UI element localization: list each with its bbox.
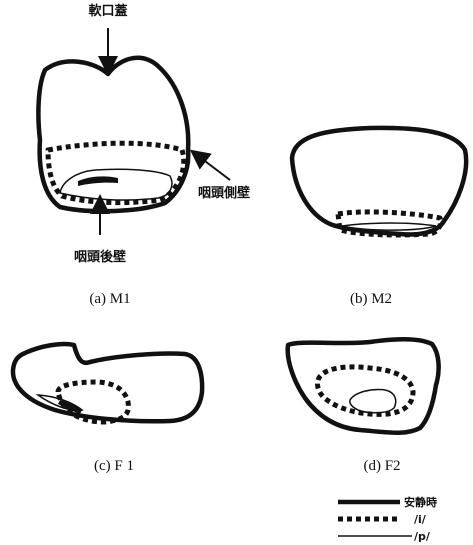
label-posterior-wall: 咽頭後壁 bbox=[74, 249, 126, 265]
p-outline-m1 bbox=[59, 168, 173, 201]
p-outline-m2 bbox=[341, 222, 437, 231]
rest-outline-m2 bbox=[289, 125, 469, 237]
p-contact-f1 bbox=[58, 400, 82, 414]
label-lateral-wall: 咽頭側壁 bbox=[198, 185, 250, 201]
i-outline-m2 bbox=[335, 209, 443, 238]
legend: 安静時 /i/ /p/ bbox=[338, 495, 437, 543]
legend-label-p: /p/ bbox=[414, 530, 431, 543]
p-outline-f2 bbox=[349, 388, 397, 414]
i-outline-m1 bbox=[45, 140, 187, 206]
panel-b-m2: (b) M2 bbox=[289, 125, 469, 307]
panel-c-f1: (c) F 1 bbox=[10, 341, 205, 474]
caption-d: (d) F2 bbox=[363, 458, 400, 474]
arrow-lateral-wall bbox=[189, 149, 231, 181]
caption-a: (a) M1 bbox=[89, 291, 130, 307]
panel-a-m1: 軟口蓋 咽頭側壁 咽頭後壁 (a) M1 bbox=[36, 3, 250, 307]
label-soft-palate: 軟口蓋 bbox=[88, 3, 127, 19]
i-outline-f2 bbox=[315, 364, 416, 417]
i-outline-f1 bbox=[55, 379, 131, 425]
caption-b: (b) M2 bbox=[350, 291, 392, 307]
panel-d-f2: (d) F2 bbox=[285, 337, 441, 474]
rest-outline-f1 bbox=[10, 341, 205, 424]
p-contact-m1 bbox=[78, 176, 118, 186]
legend-label-rest: 安静時 bbox=[404, 495, 437, 509]
legend-label-i: /i/ bbox=[414, 513, 427, 526]
rest-outline-f2 bbox=[285, 337, 441, 435]
caption-c: (c) F 1 bbox=[94, 458, 134, 474]
